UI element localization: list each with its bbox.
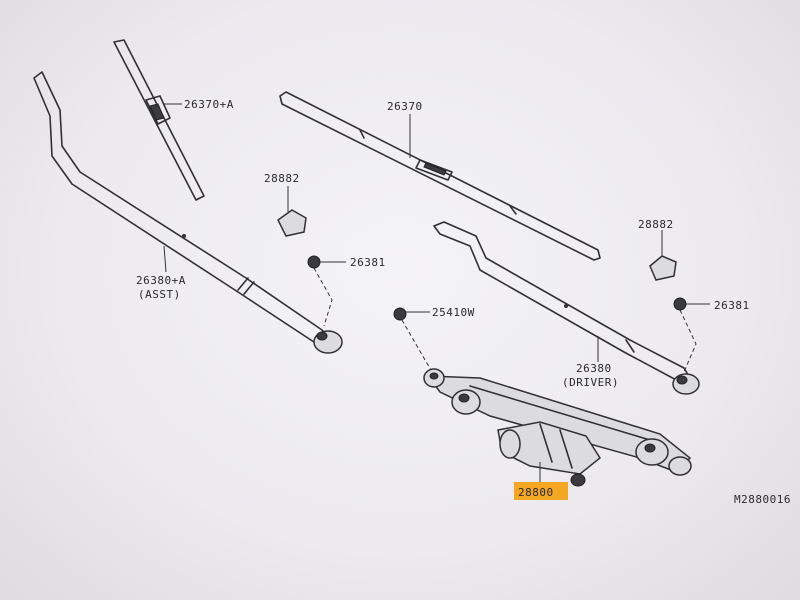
dashed-assembly-left	[313, 267, 333, 327]
label-arm-assist-sub: (ASST)	[138, 288, 181, 301]
pivot-cap-left	[277, 209, 307, 237]
label-nut-right: 26381	[714, 299, 750, 312]
label-arm-driver: 26380	[576, 362, 612, 375]
leader-arm-assist	[163, 245, 167, 273]
nut-left	[307, 255, 321, 269]
label-cap-left: 28882	[264, 172, 300, 185]
label-arm-assist: 26380+A	[136, 274, 186, 287]
part-highlight	[514, 482, 568, 500]
nut-right	[673, 297, 687, 311]
wiper-arm-assist	[33, 71, 343, 354]
label-diagram-code: M2880016	[734, 493, 791, 506]
dashed-assembly-motor	[401, 319, 433, 373]
label-blade-assist: 26370+A	[184, 98, 234, 111]
wiper-blade-assist	[113, 39, 205, 201]
nut-motor	[393, 307, 407, 321]
wiper-blade-driver	[279, 91, 601, 261]
pivot-cap-right	[649, 255, 677, 281]
wiper-arm-driver	[433, 221, 700, 395]
wiper-motor-linkage	[423, 368, 692, 487]
label-cap-right: 28882	[638, 218, 674, 231]
label-nut-left: 26381	[350, 256, 386, 269]
label-arm-driver-sub: (DRIVER)	[562, 376, 619, 389]
label-nut-motor: 25410W	[432, 306, 475, 319]
label-blade-driver: 26370	[387, 100, 423, 113]
label-motor-assembly: 28800	[518, 486, 554, 499]
dashed-assembly-right	[679, 309, 697, 373]
